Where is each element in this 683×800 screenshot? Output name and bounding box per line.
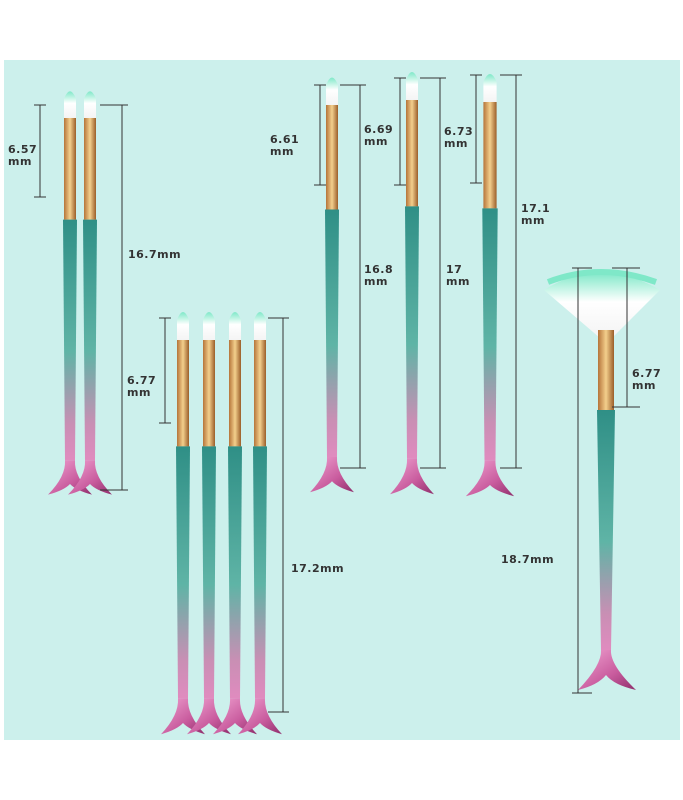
group-1-short-measure: 6.57 mm — [8, 143, 38, 168]
brush-4 — [390, 72, 446, 495]
brush-5-long-measure: 17.1 mm — [521, 202, 551, 227]
brush-5 — [465, 74, 522, 497]
brush-group-2 — [159, 312, 289, 735]
brush-4-long-measure: 17 mm — [446, 263, 470, 288]
brush-6-short-measure: 6.77 mm — [632, 367, 662, 392]
brush-3-long-measure: 16.8 mm — [364, 263, 394, 288]
brush-5-short-measure: 6.73 mm — [444, 125, 474, 150]
group-2-long-measure: 17.2mm — [291, 562, 345, 575]
brush-group-1 — [34, 91, 128, 495]
background-panel — [4, 60, 680, 740]
brush-6-long-measure: 18.7mm — [501, 553, 555, 566]
brush-3-short-measure: 6.61 mm — [270, 133, 300, 158]
brush-4-short-measure: 6.69 mm — [364, 123, 394, 148]
group-1-long-measure: 16.7mm — [128, 248, 182, 261]
group-2-short-measure: 6.77 mm — [127, 374, 157, 399]
brush-3 — [310, 77, 366, 493]
brush-6-fan — [544, 267, 660, 694]
